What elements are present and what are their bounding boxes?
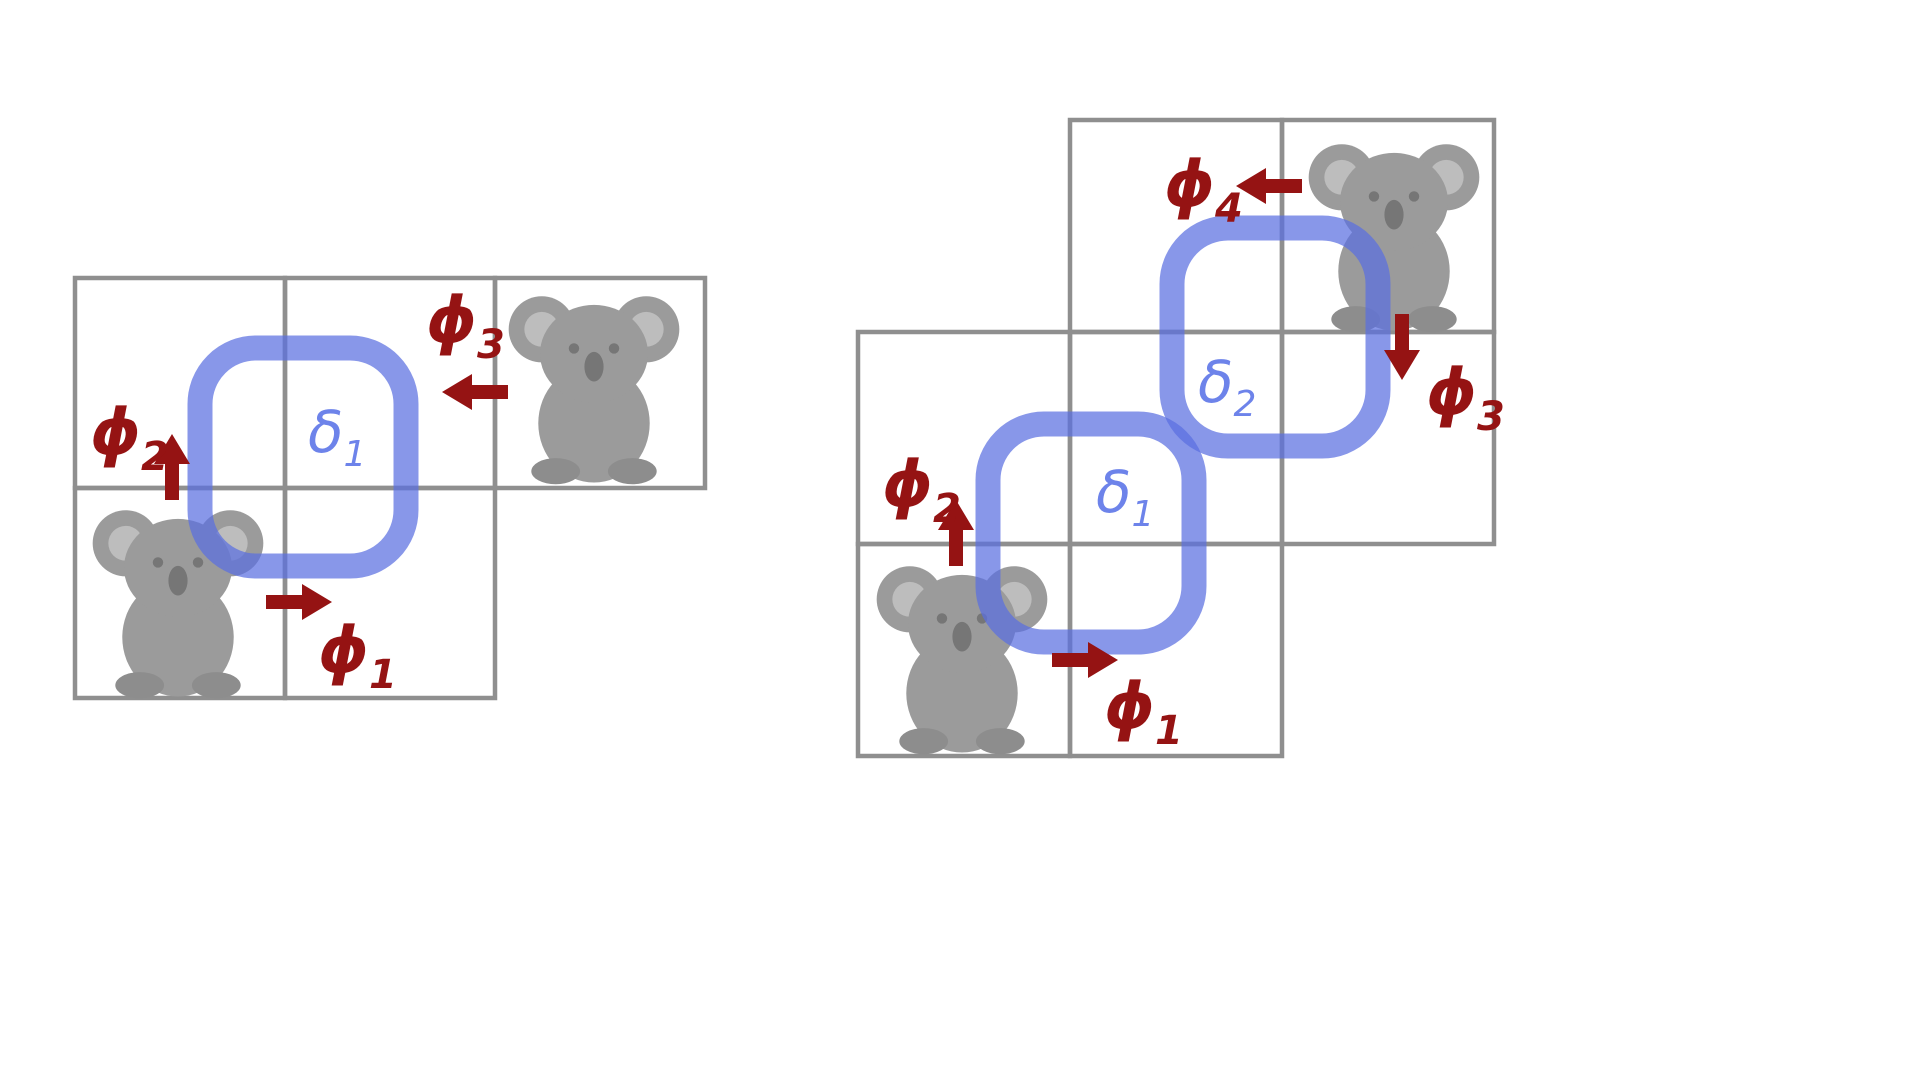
phi3-base: ϕ (426, 284, 477, 358)
grid-cell (282, 485, 498, 701)
phi2-label: ϕ2 (882, 448, 961, 532)
phi3-sub: 3 (1477, 394, 1505, 440)
phi2-label: ϕ2 (90, 396, 169, 480)
plaquette-loop-delta2 (1159, 215, 1391, 459)
phi4-base: ϕ (1164, 148, 1215, 222)
phi4-label: ϕ4 (1164, 148, 1243, 232)
delta-labels-left: δ1 (308, 398, 366, 475)
grid-cell (492, 275, 708, 491)
phi3-base: ϕ (1426, 356, 1477, 430)
plaquette-loop-delta1 (975, 411, 1207, 655)
delta1-base: δ (308, 398, 344, 466)
plaquette-loop-delta1 (187, 335, 419, 579)
delta2-label: δ2 (1198, 348, 1256, 425)
phi3-label: ϕ3 (426, 284, 505, 368)
phi2-base: ϕ (882, 448, 933, 522)
phi1-base: ϕ (1104, 670, 1155, 744)
delta-labels-right: δ1 δ2 (1096, 348, 1256, 535)
phi3-label: ϕ3 (1426, 356, 1505, 440)
phi2-sub: 2 (141, 434, 169, 480)
phi4-sub: 4 (1214, 186, 1243, 232)
delta2-sub: 2 (1234, 384, 1257, 425)
loops-right (975, 215, 1391, 655)
delta1-label: δ1 (308, 398, 366, 475)
phi1-label: ϕ1 (1104, 670, 1183, 754)
phi3-sub: 3 (477, 322, 505, 368)
phi1-sub: 1 (1155, 708, 1183, 754)
delta1-base: δ (1096, 458, 1132, 526)
figure-right: ϕ4 ϕ3 ϕ2 ϕ1 δ1 δ2 (855, 117, 1505, 759)
phi2-base: ϕ (90, 396, 141, 470)
phi-labels-left: ϕ3 ϕ2 ϕ1 (90, 284, 505, 698)
delta1-label: δ1 (1096, 458, 1154, 535)
phi-labels-right: ϕ4 ϕ3 ϕ2 ϕ1 (882, 148, 1505, 754)
phi1-sub: 1 (369, 652, 397, 698)
delta1-sub: 1 (1132, 494, 1155, 535)
grid-left (72, 275, 708, 701)
loops-left (187, 335, 419, 579)
phi2-sub: 2 (933, 486, 961, 532)
delta2-base: δ (1198, 348, 1234, 416)
figure-left: ϕ3 ϕ2 ϕ1 δ1 (72, 275, 708, 701)
phi1-label: ϕ1 (318, 614, 397, 698)
delta1-sub: 1 (344, 434, 367, 475)
phi1-base: ϕ (318, 614, 369, 688)
